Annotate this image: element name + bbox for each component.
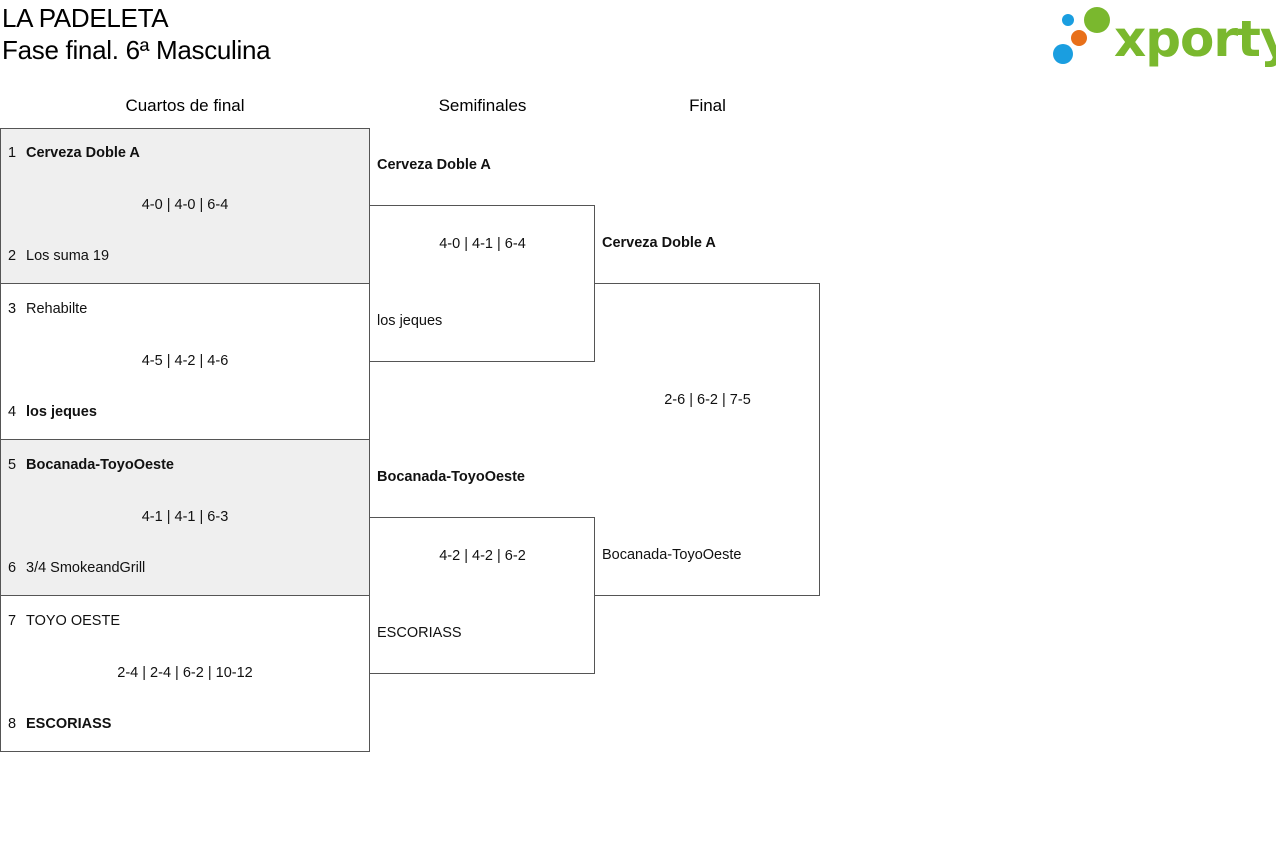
quarterfinal-match-3[interactable] bbox=[0, 439, 370, 596]
qf2-score: 4-5 | 4-2 | 4-6 bbox=[141, 353, 229, 369]
semifinal-match-1[interactable] bbox=[369, 205, 595, 362]
team-name: Cerveza Doble A bbox=[26, 145, 140, 161]
qf3-score: 4-1 | 4-1 | 6-3 bbox=[141, 509, 229, 525]
sf2-team1[interactable]: Bocanada-ToyoOeste bbox=[377, 469, 525, 485]
qf1-score: 4-0 | 4-0 | 6-4 bbox=[141, 197, 229, 213]
final-score: 2-6 | 6-2 | 7-5 bbox=[664, 392, 751, 408]
logo-dot-green bbox=[1084, 7, 1110, 33]
logo-dot-orange bbox=[1071, 30, 1087, 46]
seed-number: 7 bbox=[8, 613, 17, 629]
xporty-logo[interactable]: xporty bbox=[1050, 4, 1280, 68]
qf4-score: 2-4 | 2-4 | 6-2 | 10-12 bbox=[117, 665, 253, 681]
seed-number: 8 bbox=[8, 716, 17, 732]
seed-number: 2 bbox=[8, 248, 17, 264]
xporty-logo-graphic: xporty bbox=[1053, 7, 1280, 68]
team-name: Los suma 19 bbox=[26, 248, 110, 264]
seed-number: 5 bbox=[8, 457, 17, 473]
final-match[interactable] bbox=[594, 283, 820, 596]
sf2-team2[interactable]: ESCORIASS bbox=[377, 625, 462, 641]
logo-dot-blue-small bbox=[1062, 14, 1074, 26]
team-name: 3/4 SmokeandGrill bbox=[26, 560, 146, 576]
club-name: LA PADELETA bbox=[2, 3, 169, 33]
sf1-team1[interactable]: Cerveza Doble A bbox=[377, 157, 491, 173]
logo-wordmark: xporty bbox=[1114, 10, 1276, 68]
team-name: TOYO OESTE bbox=[26, 613, 121, 629]
seed-number: 1 bbox=[8, 145, 17, 161]
final-team2[interactable]: Bocanada-ToyoOeste bbox=[602, 547, 742, 563]
team-name: Rehabilte bbox=[26, 301, 88, 317]
qf2-team1[interactable]: 3 Rehabilte bbox=[8, 301, 87, 317]
round-header-semifinals: Semifinales bbox=[438, 96, 527, 115]
quarterfinal-match-1[interactable] bbox=[0, 128, 370, 284]
phase-title: Fase final. 6ª Masculina bbox=[2, 35, 271, 65]
qf3-team1[interactable]: 5 Bocanada-ToyoOeste bbox=[8, 457, 174, 473]
qf1-team2[interactable]: 2 Los suma 19 bbox=[8, 248, 109, 264]
final-team1[interactable]: Cerveza Doble A bbox=[602, 235, 716, 251]
seed-number: 3 bbox=[8, 301, 17, 317]
sf1-score: 4-0 | 4-1 | 6-4 bbox=[439, 236, 526, 252]
qf4-team2[interactable]: 8 ESCORIASS bbox=[8, 716, 111, 732]
sf1-team2[interactable]: los jeques bbox=[377, 313, 443, 329]
qf2-team2[interactable]: 4 los jeques bbox=[8, 404, 97, 420]
qf3-team2[interactable]: 6 3/4 SmokeandGrill bbox=[8, 560, 145, 576]
team-name: los jeques bbox=[26, 404, 97, 420]
seed-number: 4 bbox=[8, 404, 17, 420]
seed-number: 6 bbox=[8, 560, 17, 576]
round-header-final: Final bbox=[689, 96, 726, 115]
round-header-quarterfinals: Cuartos de final bbox=[125, 96, 245, 115]
sf2-score: 4-2 | 4-2 | 6-2 bbox=[439, 548, 526, 564]
qf1-team1[interactable]: 1 Cerveza Doble A bbox=[8, 145, 140, 161]
logo-dot-blue-large bbox=[1053, 44, 1073, 64]
semifinal-match-2[interactable] bbox=[369, 517, 595, 674]
qf4-team1[interactable]: 7 TOYO OESTE bbox=[8, 613, 120, 629]
team-name: ESCORIASS bbox=[26, 716, 112, 732]
team-name: Bocanada-ToyoOeste bbox=[26, 457, 174, 473]
